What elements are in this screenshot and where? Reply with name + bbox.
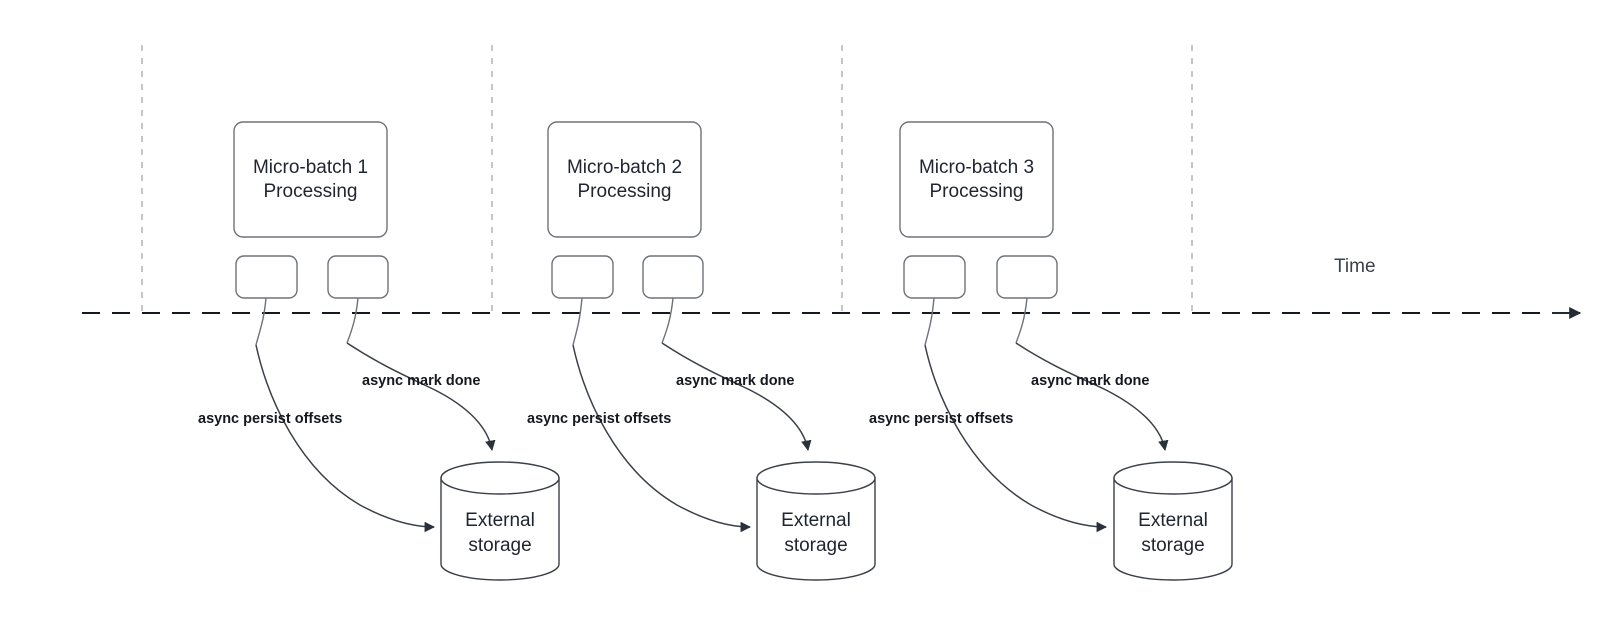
external-storage-3-top bbox=[1113, 461, 1233, 495]
edge-label-mark-done-2: async mark done bbox=[676, 373, 794, 389]
microbatch-box-2-line2: Processing bbox=[578, 181, 672, 202]
microbatch-box-2[interactable]: Micro-batch 2 Processing bbox=[547, 121, 702, 238]
microbatch-box-1[interactable]: Micro-batch 1 Processing bbox=[233, 121, 388, 238]
edge-mark-done-1 bbox=[346, 342, 496, 452]
microbatch-box-3-shape[interactable] bbox=[899, 121, 1054, 238]
mini-box-2b-shape[interactable] bbox=[642, 255, 704, 299]
timeline-label: Time bbox=[1334, 256, 1376, 277]
stem-2b bbox=[661, 297, 674, 344]
edge-label-persist-offsets-2: async persist offsets bbox=[527, 411, 671, 427]
microbatch-box-3-line2: Processing bbox=[930, 181, 1024, 202]
external-storage-1[interactable]: External storage bbox=[440, 461, 560, 581]
microbatch-box-2-shape[interactable] bbox=[547, 121, 702, 238]
mini-box-3a-shape[interactable] bbox=[903, 255, 966, 299]
external-storage-2-body[interactable] bbox=[756, 477, 876, 581]
external-storage-1-top bbox=[440, 461, 560, 495]
external-storage-3-line2: storage bbox=[1141, 535, 1204, 556]
mini-box-2a-shape[interactable] bbox=[551, 255, 614, 299]
edge-persist-offsets-3 bbox=[924, 344, 1108, 533]
mini-box-1b[interactable] bbox=[327, 255, 389, 299]
mini-box-3b[interactable] bbox=[996, 255, 1058, 299]
external-storage-2-line2: storage bbox=[784, 535, 847, 556]
mini-box-3b-shape[interactable] bbox=[996, 255, 1058, 299]
external-storage-2-top bbox=[756, 461, 876, 495]
external-storage-2[interactable]: External storage bbox=[756, 461, 876, 581]
edge-label-persist-offsets-1: async persist offsets bbox=[198, 411, 342, 427]
external-storage-1-line1: External bbox=[465, 510, 535, 531]
edge-persist-offsets-2 bbox=[572, 344, 752, 533]
mini-box-2a[interactable] bbox=[551, 255, 614, 299]
stem-2a bbox=[572, 297, 583, 346]
mini-box-1a-shape[interactable] bbox=[235, 255, 298, 299]
microbatch-box-1-line1: Micro-batch 1 bbox=[253, 157, 368, 178]
group-1: Micro-batch 1 Processing async persist o… bbox=[198, 121, 560, 581]
mini-box-1b-shape[interactable] bbox=[327, 255, 389, 299]
edge-label-mark-done-3: async mark done bbox=[1031, 373, 1149, 389]
mini-box-3a[interactable] bbox=[903, 255, 966, 299]
microbatch-box-2-line1: Micro-batch 2 bbox=[567, 157, 682, 178]
edge-label-persist-offsets-3: async persist offsets bbox=[869, 411, 1013, 427]
separator-group bbox=[141, 45, 1193, 315]
timeline-axis: Time bbox=[82, 256, 1582, 319]
edge-mark-done-3 bbox=[1015, 342, 1169, 452]
stem-1a bbox=[255, 297, 267, 346]
mini-box-1a[interactable] bbox=[235, 255, 298, 299]
external-storage-2-line1: External bbox=[781, 510, 851, 531]
microbatch-box-1-shape[interactable] bbox=[233, 121, 388, 238]
mini-box-2b[interactable] bbox=[642, 255, 704, 299]
external-storage-3-body[interactable] bbox=[1113, 477, 1233, 581]
external-storage-3[interactable]: External storage bbox=[1113, 461, 1233, 581]
microbatch-box-3[interactable]: Micro-batch 3 Processing bbox=[899, 121, 1054, 238]
microbatch-box-1-line2: Processing bbox=[264, 181, 358, 202]
stem-3a bbox=[924, 297, 935, 346]
edge-mark-done-2 bbox=[661, 342, 812, 452]
microbatch-box-3-line1: Micro-batch 3 bbox=[919, 157, 1034, 178]
group-2: Micro-batch 2 Processing async persist o… bbox=[527, 121, 876, 581]
external-storage-1-body[interactable] bbox=[440, 477, 560, 581]
edge-persist-offsets-1 bbox=[255, 344, 436, 533]
group-3: Micro-batch 3 Processing async persist o… bbox=[869, 121, 1233, 581]
external-storage-3-line1: External bbox=[1138, 510, 1208, 531]
edge-label-mark-done-1: async mark done bbox=[362, 373, 480, 389]
stem-3b bbox=[1015, 297, 1028, 344]
stem-1b bbox=[346, 297, 359, 344]
external-storage-1-line2: storage bbox=[468, 535, 531, 556]
